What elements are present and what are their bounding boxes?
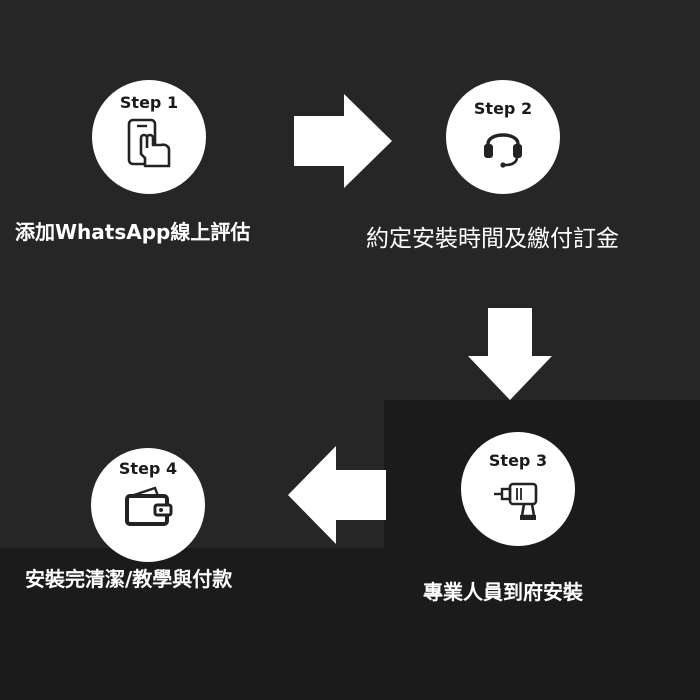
phone-tap-icon [123, 118, 175, 174]
drill-icon [492, 476, 544, 526]
step-2-caption: 約定安裝時間及繳付訂金 [366, 226, 619, 252]
step-4-circle: Step 4 [91, 448, 205, 562]
step-3-circle: Step 3 [461, 432, 575, 546]
step-3-label: Step 3 [488, 451, 548, 470]
arrow-down-icon [468, 308, 552, 400]
arrow-left-icon [288, 446, 386, 544]
step-2-label: Step 2 [473, 99, 533, 118]
wallet-icon [123, 486, 173, 532]
step-2-circle: Step 2 [446, 80, 560, 194]
step-4-label: Step 4 [118, 459, 178, 478]
headset-icon [480, 124, 526, 174]
step-4-caption: 安裝完清潔/教學與付款 [25, 567, 233, 591]
step-1-circle: Step 1 [92, 80, 206, 194]
arrow-right-icon [294, 94, 392, 188]
step-1-label: Step 1 [119, 93, 179, 112]
step-1-caption: 添加WhatsApp線上評估 [15, 220, 251, 244]
background-panel-left [0, 548, 410, 700]
step-3-caption: 專業人員到府安裝 [423, 580, 583, 604]
